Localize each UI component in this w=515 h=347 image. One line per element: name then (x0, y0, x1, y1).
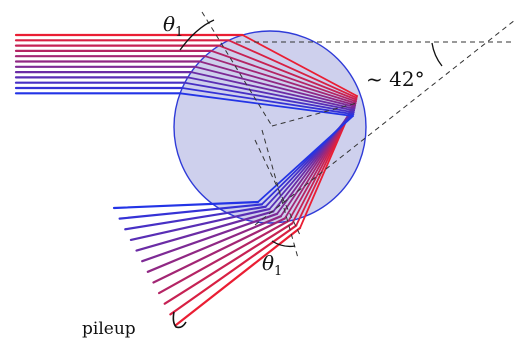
refracted-ray (204, 55, 357, 105)
theta-arc-bottom (271, 240, 296, 248)
pileup-bracket (172, 311, 187, 329)
refracted-ray (181, 87, 355, 116)
refracted-ray (241, 34, 358, 97)
outgoing-ray (163, 222, 294, 305)
outgoing-ray (112, 200, 260, 210)
refracted-ray (190, 71, 356, 110)
angle-42-arc (431, 42, 443, 67)
internal-ray-bundle (179, 34, 358, 229)
refracted-ray (186, 76, 355, 112)
theta-arc-top (179, 19, 215, 51)
outgoing-ray (129, 207, 271, 242)
bottom-normal-line (261, 129, 299, 259)
outgoing-ray (135, 210, 275, 252)
refracted-ray (194, 65, 356, 108)
outgoing-ray (141, 212, 279, 263)
incoming-ray-bundle (14, 33, 244, 95)
refracted-ray (183, 81, 355, 114)
back-normal-line (271, 102, 358, 127)
refracted-ray (210, 50, 357, 103)
outgoing-ray (152, 217, 286, 284)
outgoing-ray (124, 205, 267, 231)
theta-top-label: θ1 (163, 12, 183, 40)
outgoing-ray (118, 203, 263, 220)
angle-42-label: ~ 42° (366, 67, 425, 91)
guide-lines (201, 11, 515, 259)
refracted-ray (198, 60, 357, 106)
outgoing-ray (169, 224, 298, 316)
refracted-ray (179, 92, 354, 117)
deviation-line (254, 19, 515, 226)
refracted-ray (218, 44, 358, 101)
pileup-label: pileup (82, 319, 136, 339)
refracted-ray (227, 39, 358, 99)
outgoing-ray (157, 219, 290, 295)
outgoing-ray (146, 215, 283, 273)
reflected-ray (257, 115, 354, 203)
top-normal-line (201, 11, 273, 127)
theta-bottom-label: θ1 (262, 251, 282, 279)
